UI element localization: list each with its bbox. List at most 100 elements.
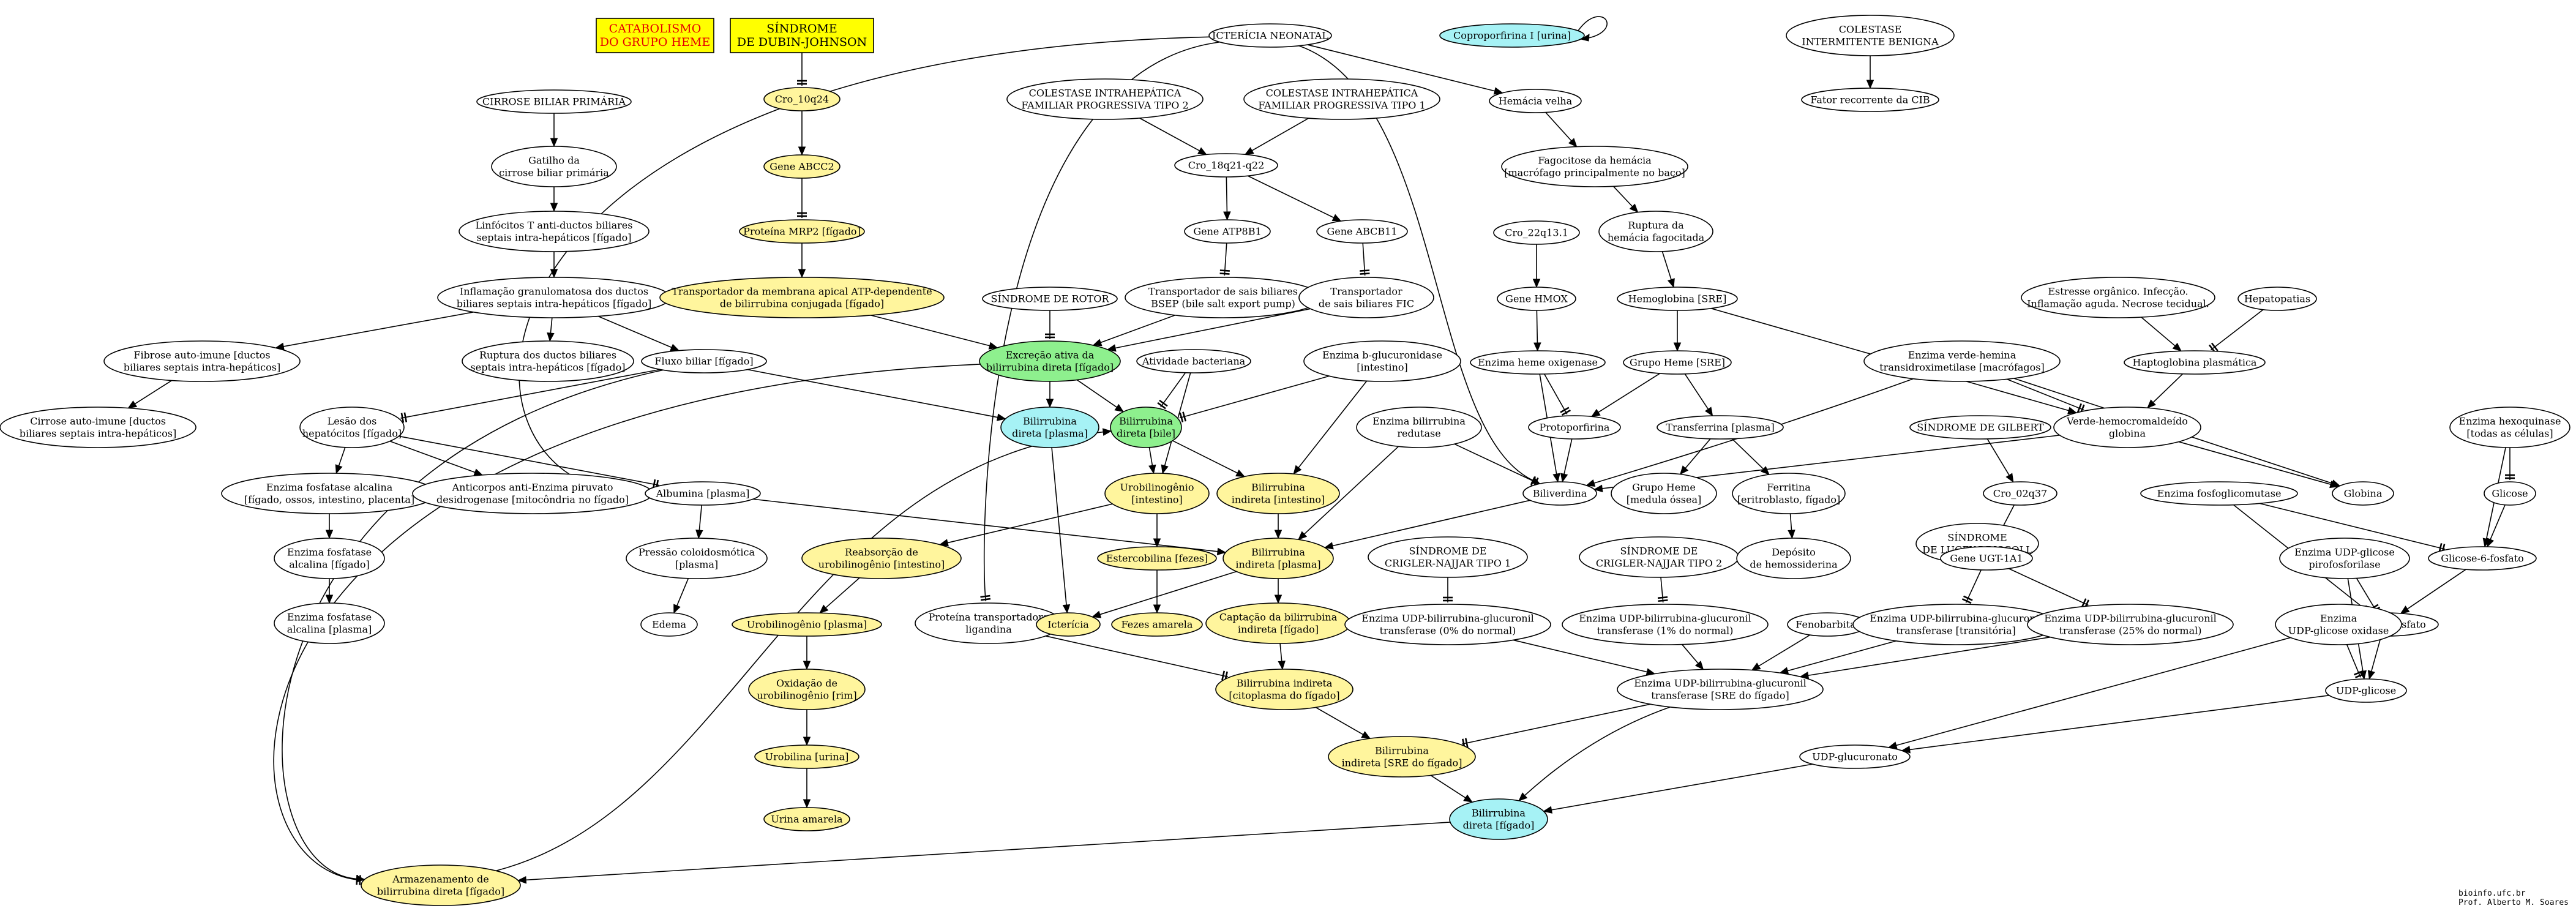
node-fator_cib: Fator recorrente da CIB [1801,88,1939,112]
node-label-enz_verde-0: Enzima verde-hemina [1908,350,2016,361]
node-label-atp8b1-0: Gene ATP8B1 [1193,226,1261,238]
node-label-hem_velha-0: Hemácia velha [1499,96,1573,107]
node-label-bd_figado-1: direta [fígado] [1463,820,1535,831]
node-label-protoporfirina-0: Protoporfirina [1540,422,1610,433]
node-label-ictericia-0: Icterícia [1047,619,1089,631]
edge-col_int-to-fator_cib [1866,56,1874,89]
node-ictericia: Icterícia [1036,612,1101,637]
edge-hemoglobina-to-grupo_heme_sre [1673,310,1682,352]
node-label-proteina_lig-0: Proteína transportadora [929,612,1049,623]
node-label-urobilina-0: Urobilina [urina] [765,751,849,763]
node-cro18: Cro_18q21-q22 [1174,153,1278,178]
node-label-bd_figado-0: Bilirrubina [1472,808,1526,819]
node-label-glicose-0: Glicose [2492,488,2528,500]
node-fagocitose: Fagocitose da hemácia[macrófago principa… [1501,146,1688,187]
node-ugt0: Enzima UDP-bilirrubina-glucuroniltransfe… [1344,604,1551,645]
node-label-bi_plasma-0: Bilirrubina [1251,547,1305,558]
edge-cro22-to-gene_hmox [1532,244,1541,288]
node-label-transp_apical-1: de bilirrubina conjugada [fígado] [720,298,884,310]
edge-ict_neo-to-proteina_lig [980,41,1220,602]
edge-gatilho-to-linfocitos [550,187,558,212]
node-label-bi_plasma-1: indireta [plasma] [1235,559,1320,571]
edge-cirrose_bp-to-gatilho [550,113,558,148]
edge-ugt0-to-ugt_sre [1513,639,1656,676]
edge-ruptura_hem-to-hemoglobina [1661,251,1675,288]
node-ativ_bact: Atividade bacteriana [1136,349,1251,373]
node-label-t1-1: DO GRUPO HEME [600,36,711,49]
edge-fosf_alc_fig_osso-to-fosf_alc_fig [325,514,334,539]
node-transferrina: Transferrina [plasma] [1657,415,1784,440]
edge-b_gluc-to-bd_bile [1179,375,1330,422]
edge-captacao-to-bi_citoplasma [1278,643,1286,670]
node-label-linfocitos-1: septais intra-hepáticos [fígado] [477,232,632,244]
node-label-inflam-1: biliares septais intra-hepáticos [fígado… [457,298,651,310]
node-cro10: Cro_10q24 [763,87,841,111]
edge-cifi1-to-cro18 [1244,118,1309,155]
edge-cifi2-to-cro18 [1139,118,1207,156]
node-gene_abcc2: Gene ABCC2 [763,154,841,179]
node-label-gilbert-0: SÍNDROME DE GILBERT [1917,421,2044,433]
edge-bd_plasma-to-ictericia [1051,447,1071,614]
node-label-b_gluc-0: Enzima b-glucuronidase [1322,350,1442,361]
node-grupo_heme_med: Grupo Heme[medula óssea] [1611,473,1717,514]
edge-gene_ugt-to-ugt_trans [1961,569,1982,604]
edge-ferritina-to-deposito [1788,513,1795,539]
node-enz_hexo: Enzima hexoquinase[todas as células] [2449,407,2570,448]
node-hepatopatias: Hepatopatias [2237,287,2317,311]
node-gilbert: SÍNDROME DE GILBERT [1909,415,2051,440]
node-label-enz_hexo-1: [todas as células] [2466,428,2553,440]
node-grupo_heme_sre: Grupo Heme [SRE] [1623,350,1732,375]
edge-bi_plasma-to-ictericia [1091,571,1237,618]
node-label-enz_hexo-0: Enzima hexoquinase [2459,416,2561,427]
node-label-fibrose-0: Fibrose auto-imune [ductos [133,350,270,361]
edge-b_gluc-to-bi_intestino [1293,380,1368,475]
edge-bi_plasma-to-captacao [1274,579,1282,604]
edge-bd_figado-to-armazenamento [517,822,1450,884]
edge-hepatopatias-to-haptoglobina [2208,309,2264,353]
edge-transferrina-to-grupo_heme_med [1679,438,1711,475]
node-label-excrecao-1: bilirrubina direta [fígado] [986,362,1114,373]
node-ugt_trans: Enzima UDP-bilirrubina-glucuroniltransfe… [1852,604,2059,645]
node-label-fosf_alc_fig_osso-0: Enzima fosfatase alcalina [266,482,393,493]
node-label-captacao-0: Captação da bilirrubina [1219,612,1338,623]
node-label-lesao-0: Lesão dos [328,416,377,427]
node-label-excrecao-0: Excreção ativa da [1006,350,1095,361]
node-label-globina-0: Globina [2344,488,2383,500]
node-label-fosf_alc_plasma-0: Enzima fosfatase [287,612,372,623]
node-label-col_int-0: COLESTASE [1839,24,1902,36]
node-label-estresse-1: Inflamação aguda. Necrose tecidual. [2027,298,2209,310]
node-urob_plasma: Urobilinogênio [plasma] [732,612,882,637]
node-label-udp_pirofos-0: Enzima UDP-glicose [2294,547,2395,558]
node-label-urobilinogenio-0: Urobilinogênio [1120,482,1194,493]
edge-albumina-to-bi_plasma [753,498,1227,556]
node-label-enz_bili_red-1: redutase [1397,428,1440,440]
edge-gene_ugt-to-ugt25 [2008,568,2090,609]
node-label-armazenamento-0: Armazenamento de [392,874,489,885]
edge-pressao-to-edema [673,578,689,614]
node-label-gatilho-1: cirrose biliar primária [499,167,609,179]
edge-fosf_alc_fig-to-fosf_alc_plasma [325,579,334,604]
edge-udp_glicose-to-udp_glucuronato [1901,694,2329,754]
node-biliverdina: Biliverdina [1522,481,1597,506]
node-label-estresse-0: Estresse orgânico. Infecção. [2048,286,2188,298]
node-label-ugt25-0: Enzima UDP-bilirrubina-glucuronil [2044,613,2217,624]
edge-haptoglobina-to-verde_hemo [2147,373,2184,409]
edge-albumina-to-pressao [695,504,703,539]
edge-linfocitos-to-inflam [550,252,558,279]
